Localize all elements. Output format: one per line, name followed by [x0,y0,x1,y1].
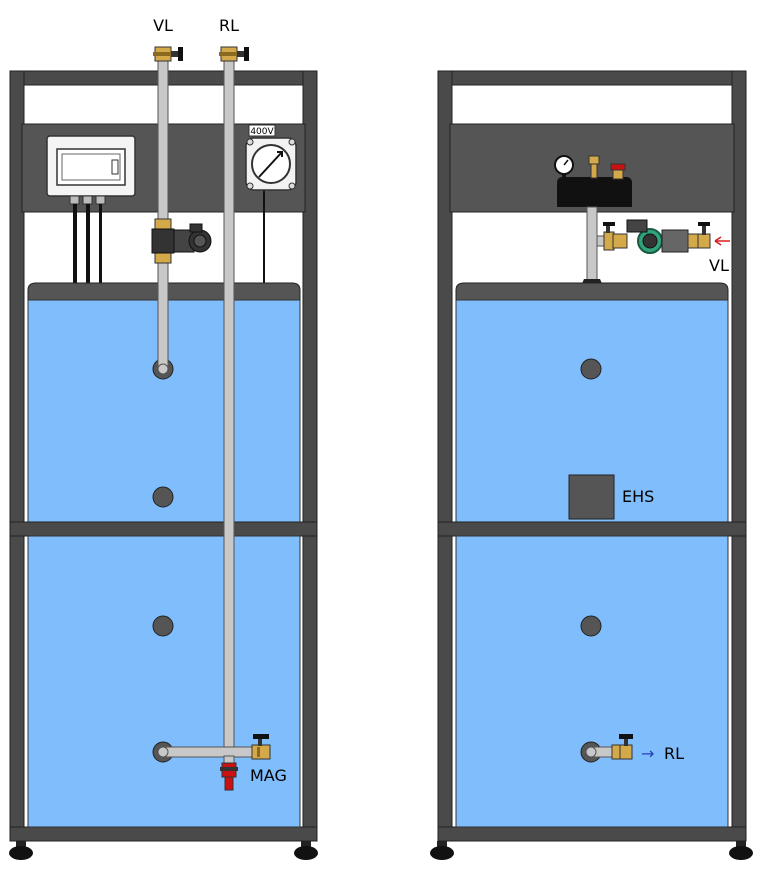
left-port-3 [152,615,174,637]
right-tank-cap [455,282,729,301]
vl-inflow-arrow [714,236,730,246]
rl-top-label: RL [219,16,239,35]
mag-label: MAG [250,766,287,785]
right-middle-shelf [437,521,747,537]
right-pump [603,219,711,254]
right-port-2 [580,615,602,637]
right-lower-tank [455,535,729,828]
control-box [46,135,136,205]
right-frame [437,70,747,842]
right-feet [430,841,753,860]
cables [73,190,265,284]
vl-top-valve [153,46,183,62]
vl-top-label: VL [153,16,173,35]
left-unit: 400V [9,16,318,860]
junction-box-400v: 400V [245,124,297,191]
vl-right-label: VL [709,256,729,275]
safety-group [554,155,632,207]
rl-top-valve [219,46,249,62]
left-lower-tank [27,535,301,828]
vl-pipe [157,59,169,375]
mag-valve [251,734,271,760]
left-middle-shelf [9,521,318,537]
left-pump [151,218,212,264]
rl-right-label: RL [664,744,684,763]
left-feet [9,841,318,860]
left-port-2 [152,486,174,508]
right-port-1 [580,358,602,380]
right-unit: VL EHS → RL [430,70,753,860]
voltage-label: 400V [250,127,274,137]
rl-outflow-arrow: → [641,744,654,763]
ehs-label: EHS [622,487,654,506]
right-rl-outlet [580,734,633,763]
mag-connector [220,755,238,791]
ehs-heater [568,474,615,520]
